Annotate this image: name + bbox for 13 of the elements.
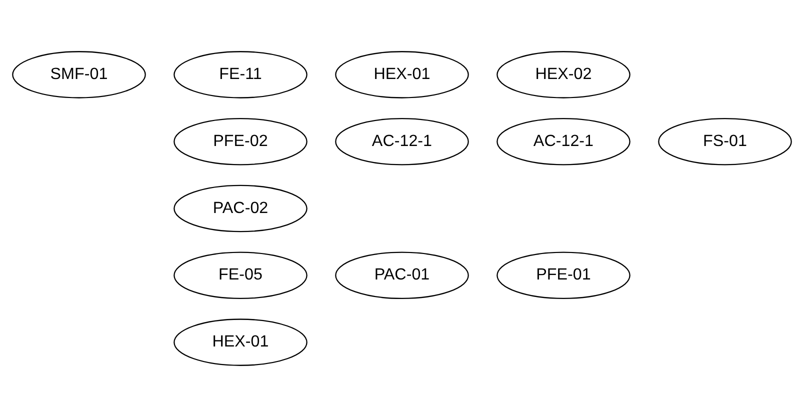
node-ellipse: FE-05 <box>174 252 308 300</box>
node-ellipse: PAC-02 <box>174 184 308 232</box>
node-ellipse: PFE-01 <box>496 252 630 300</box>
node-ellipse: HEX-02 <box>496 51 630 98</box>
node-ellipse: PFE-02 <box>174 118 308 166</box>
node-ellipse: FS-01 <box>658 118 792 166</box>
node-ellipse: FE-11 <box>174 51 308 98</box>
node-ellipse: AC-12-1 <box>335 118 469 166</box>
node-ellipse: HEX-01 <box>335 51 469 98</box>
node-ellipse: HEX-01 <box>174 318 308 366</box>
node-ellipse: PAC-01 <box>335 252 469 300</box>
node-ellipse: AC-12-1 <box>496 118 630 166</box>
node-ellipse: SMF-01 <box>12 51 146 98</box>
